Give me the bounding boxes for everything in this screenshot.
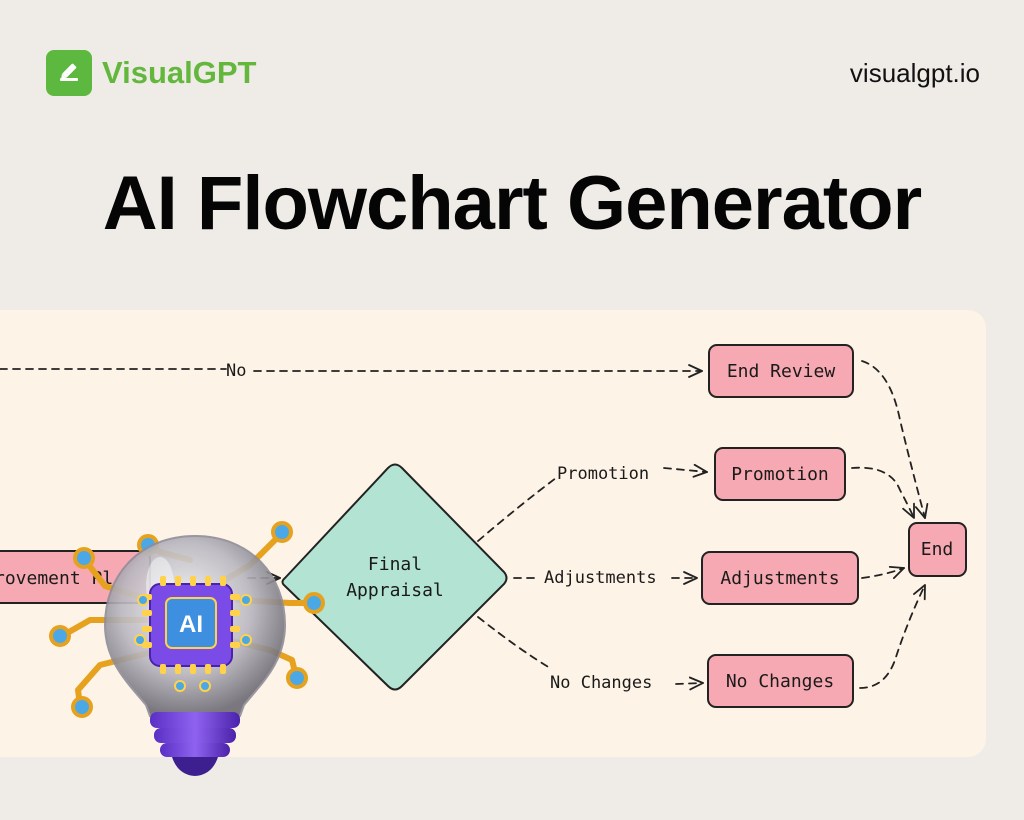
brand-name: VisualGPT xyxy=(102,55,257,90)
edge-label-no: No xyxy=(226,361,246,381)
edge-label-promotion: Promotion xyxy=(557,464,649,484)
node-final-appraisal[interactable]: Final Appraisal xyxy=(281,463,508,691)
node-adjustments-label: Adjustments xyxy=(720,568,839,589)
node-adjustments[interactable]: Adjustments xyxy=(701,551,859,605)
node-final-appraisal-line2: Appraisal xyxy=(346,580,444,601)
edge-label-no-changes: No Changes xyxy=(550,673,652,693)
node-end-review[interactable]: End Review xyxy=(708,344,854,398)
node-promotion[interactable]: Promotion xyxy=(714,447,846,501)
brand-logo[interactable]: VisualGPT xyxy=(46,50,257,96)
node-improvement-plan-label: rovement Pl xyxy=(0,568,113,589)
edge-promotion-label-to-box xyxy=(663,463,708,478)
node-end-label: End xyxy=(921,539,954,560)
edge-label-adjustments: Adjustments xyxy=(544,568,657,588)
node-end-review-label: End Review xyxy=(727,361,836,382)
edge-adjustments-to-end xyxy=(861,565,905,580)
edge-to-promotion xyxy=(477,477,557,542)
pencil-icon xyxy=(46,50,92,96)
node-no-changes[interactable]: No Changes xyxy=(707,654,854,708)
edge-no-changes-label-to-box xyxy=(675,676,704,691)
node-no-changes-label: No Changes xyxy=(726,671,834,692)
node-end[interactable]: End xyxy=(908,522,967,577)
node-final-appraisal-line1: Final xyxy=(368,554,422,575)
ai-chip-lightbulb-icon: AI xyxy=(49,521,325,776)
node-promotion-label: Promotion xyxy=(731,464,829,485)
page-title: AI Flowchart Generator xyxy=(102,161,922,246)
edge-to-no-changes xyxy=(477,616,551,669)
edge-promotion-to-end xyxy=(851,466,915,519)
edge-no-changes-to-end xyxy=(859,584,926,689)
chip-label: AI xyxy=(179,611,203,638)
site-url[interactable]: visualgpt.io xyxy=(849,58,980,88)
edge-end-review-to-end xyxy=(861,360,929,519)
